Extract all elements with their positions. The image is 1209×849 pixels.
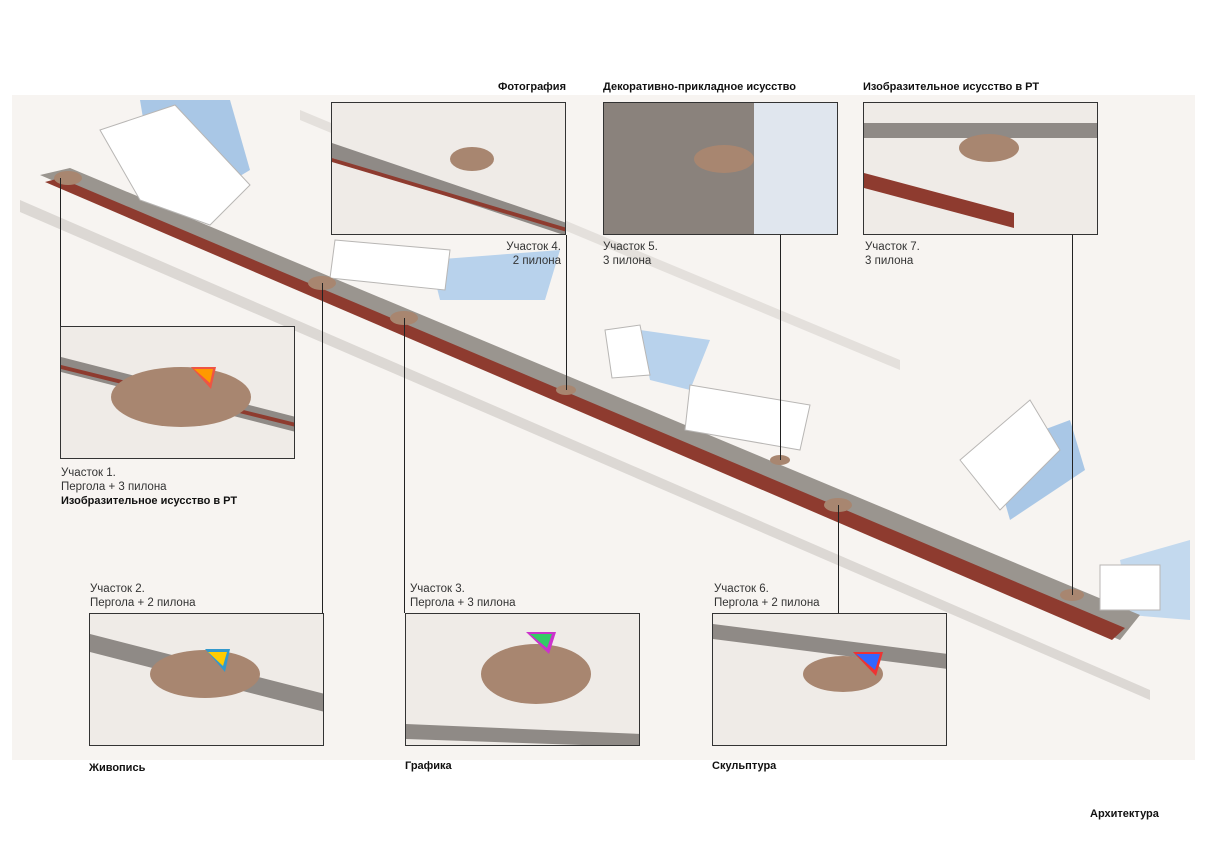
- section-2-category: Живопись: [89, 762, 146, 774]
- section-1-category: Изобразительное исусство в РТ: [61, 495, 238, 507]
- building-block: [959, 399, 1061, 511]
- section-title: Участок 7.: [865, 241, 920, 253]
- building-block: [329, 239, 451, 291]
- section-4-category: Фотография: [497, 81, 566, 93]
- building-block: [604, 324, 651, 379]
- inset-s2: [89, 613, 324, 746]
- inset-s5: [603, 102, 838, 235]
- section-desc: Пергола + 2 пилона: [714, 597, 820, 609]
- plaza-s5: [770, 455, 790, 465]
- building-block: [684, 384, 811, 451]
- connector-line: [60, 178, 61, 326]
- section-5-category: Декоративно-прикладное исусство: [603, 81, 797, 93]
- section-desc: Пергола + 3 пилона: [410, 597, 516, 609]
- plaza-s4: [556, 385, 576, 395]
- section-7-label: Участок 7. 3 пилона: [865, 240, 920, 268]
- section-5-label: Участок 5. 3 пилона: [603, 240, 658, 268]
- footer-label: Архитектура: [1090, 808, 1159, 820]
- section-3-label: Участок 3. Пергола + 3 пилона: [410, 582, 516, 610]
- section-3-category: Графика: [405, 760, 452, 772]
- section-title: Участок 3.: [410, 583, 465, 595]
- plaza-s7: [1060, 589, 1084, 601]
- inset-s6: [712, 613, 947, 746]
- section-desc: Пергола + 2 пилона: [90, 597, 196, 609]
- building-shadow: [640, 330, 710, 390]
- section-desc: 3 пилона: [603, 255, 652, 267]
- connector-line: [322, 283, 323, 613]
- red-pedestrian-path: [45, 178, 1125, 640]
- connector-line: [838, 505, 839, 613]
- connector-line: [566, 235, 567, 390]
- building-shadow: [430, 250, 560, 300]
- inset-s7: [863, 102, 1098, 235]
- section-title: Участок 5.: [603, 241, 658, 253]
- connector-line: [404, 318, 405, 613]
- connector-line: [780, 235, 781, 460]
- section-2-label: Участок 2. Пергола + 2 пилона: [90, 582, 196, 610]
- section-title: Участок 6.: [714, 583, 769, 595]
- inset-s3: [405, 613, 640, 746]
- inset-s1: [60, 326, 295, 459]
- plaza-s1: [54, 171, 82, 185]
- section-title: Участок 4.: [506, 241, 561, 253]
- street: [20, 200, 1150, 700]
- connector-line: [1072, 235, 1073, 595]
- section-desc: Пергола + 3 пилона: [61, 481, 167, 493]
- inset-s4: [331, 102, 566, 235]
- building-block: [99, 104, 251, 226]
- section-title: Участок 2.: [90, 583, 145, 595]
- building-block: [1099, 564, 1161, 611]
- section-1-label: Участок 1. Пергола + 3 пилона: [61, 466, 167, 494]
- section-6-label: Участок 6. Пергола + 2 пилона: [714, 582, 820, 610]
- section-desc: 3 пилона: [865, 255, 914, 267]
- section-title: Участок 1.: [61, 467, 116, 479]
- section-7-category: Изобразительное исусство в РТ: [863, 81, 1040, 93]
- section-4-label: Участок 4. 2 пилона: [450, 240, 561, 268]
- section-desc: 2 пилона: [512, 255, 561, 267]
- section-6-category: Скульптура: [712, 760, 777, 772]
